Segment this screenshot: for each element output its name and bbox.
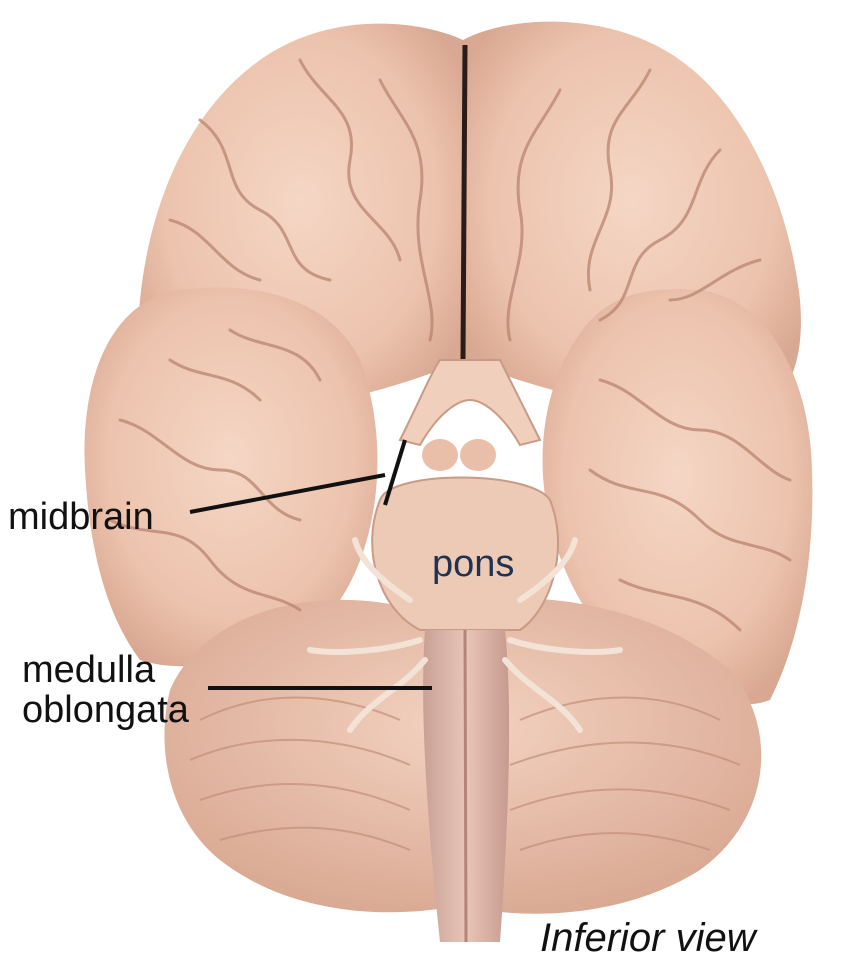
leader-lines — [189, 439, 432, 690]
midbrain-leader-line — [189, 473, 386, 514]
sulci-texture — [108, 58, 792, 632]
pons-label: pons — [432, 543, 515, 585]
temporal-lobes — [84, 287, 813, 705]
midbrain-label: midbrain — [8, 496, 154, 538]
medulla-oblongata-label: medulla oblongata — [22, 650, 189, 730]
view-caption: Inferior view — [540, 916, 756, 960]
medulla-label-line2: oblongata — [22, 689, 189, 731]
brainstem — [371, 476, 559, 942]
cranial-nerves — [307, 537, 623, 733]
cerebellar-folia — [189, 696, 741, 851]
midbrain-leader-line-2 — [383, 439, 407, 506]
medulla-label-line1: medulla — [22, 649, 156, 691]
optic-chiasm — [398, 359, 542, 471]
